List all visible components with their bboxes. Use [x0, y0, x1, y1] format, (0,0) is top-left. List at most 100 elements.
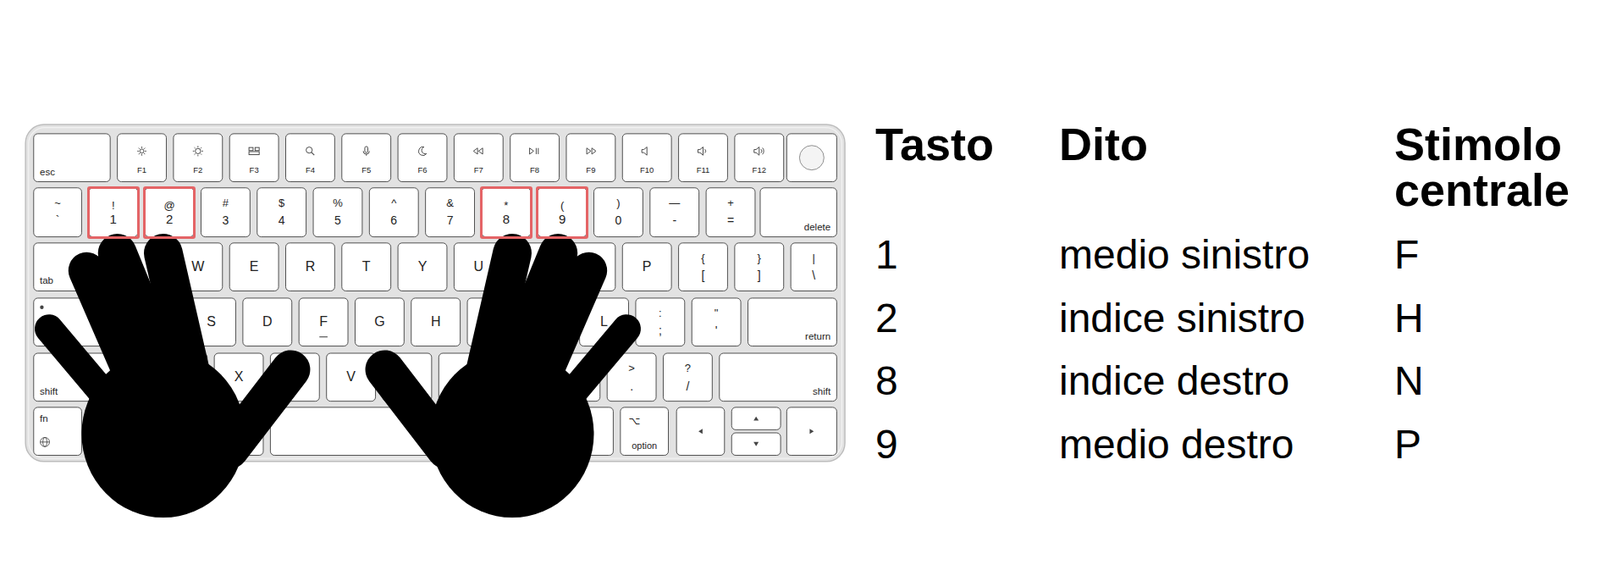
brightness-ray — [200, 153, 202, 155]
speaker-icon — [697, 147, 703, 156]
key — [676, 407, 725, 456]
key-legend: 5 — [334, 214, 342, 227]
table-cell: 2 — [875, 297, 899, 339]
table-cell: medio destro — [1059, 424, 1294, 465]
key-legend: F1 — [137, 166, 147, 176]
arrow-symbol — [753, 441, 759, 447]
key-legend: % — [332, 196, 343, 208]
key-legend: : — [658, 306, 663, 318]
key-legend: 2 — [165, 212, 173, 226]
globe-icon — [40, 436, 50, 447]
thumb — [384, 369, 446, 449]
rewind-icon — [473, 148, 483, 155]
brightness-ray — [197, 154, 199, 157]
key — [229, 133, 279, 183]
key — [286, 133, 336, 183]
key-legend: ⌥ — [628, 415, 641, 426]
key — [242, 297, 293, 347]
key-legend: F6 — [417, 166, 427, 176]
key-legend: 0 — [615, 214, 623, 227]
key — [650, 187, 700, 238]
highlighted-key: *8 — [480, 186, 533, 239]
arrow-symbol — [809, 428, 814, 434]
thumb — [229, 369, 291, 449]
function-key-icon — [754, 147, 764, 156]
left-hand — [49, 253, 292, 518]
sound-wave — [762, 148, 765, 155]
key — [622, 242, 672, 292]
finger — [483, 253, 513, 378]
key — [117, 133, 167, 183]
arrow-symbol — [698, 428, 703, 434]
key-legend: ( — [560, 199, 564, 211]
table-cell: N — [1394, 360, 1424, 402]
brightness-ray — [194, 153, 196, 155]
key — [786, 133, 837, 183]
key — [790, 242, 837, 292]
mission-control-icon — [248, 147, 254, 151]
key-legend: ' — [715, 324, 718, 337]
brightness-ray — [143, 153, 145, 155]
key-legend: ; — [658, 324, 663, 337]
brightness-ray — [201, 150, 204, 152]
sound-wave — [760, 148, 762, 153]
function-key-icon — [473, 148, 483, 155]
mic-icon — [363, 150, 370, 155]
highlighted-key: !1 — [87, 186, 140, 239]
brightness-ray — [141, 154, 143, 156]
search-icon — [311, 152, 315, 155]
key-legend: F12 — [752, 166, 767, 176]
key — [731, 432, 781, 456]
key-legend: W — [191, 259, 205, 274]
key-legend: F3 — [249, 166, 260, 176]
key — [706, 187, 756, 238]
key-legend: F5 — [361, 166, 371, 176]
key-legend: 8 — [502, 212, 510, 226]
key-legend: 9 — [558, 212, 566, 226]
key — [453, 133, 503, 183]
table-cell: medio sinistro — [1059, 234, 1310, 276]
key-legend: fn — [39, 413, 49, 425]
brightness-ray — [197, 145, 199, 148]
table-cell: indice destro — [1059, 360, 1290, 402]
table-cell: P — [1394, 424, 1422, 465]
play-pause-icon — [529, 148, 539, 155]
function-key-icon — [586, 148, 596, 155]
key — [397, 133, 447, 183]
arrow-symbol — [753, 416, 759, 421]
key-legend: > — [628, 361, 635, 373]
key-legend: ? — [684, 361, 691, 373]
function-key-icon — [641, 147, 647, 156]
key — [411, 297, 461, 347]
key-legend: ] — [757, 269, 762, 282]
key-legend: 6 — [390, 214, 398, 227]
key — [342, 242, 392, 292]
key — [33, 187, 83, 238]
highlighted-key: (9 — [535, 186, 589, 239]
key-legend: R — [305, 259, 316, 274]
table-cell: 1 — [875, 234, 899, 276]
key — [662, 353, 712, 402]
key-legend: & — [446, 196, 454, 208]
key — [397, 242, 447, 292]
function-key-icon — [529, 148, 539, 155]
key-legend: 7 — [446, 214, 454, 227]
brightness-ray — [144, 150, 147, 152]
function-key-icon — [248, 147, 260, 155]
key-legend: ) — [616, 196, 620, 208]
key-legend: + — [727, 196, 734, 208]
key-legend: $ — [278, 196, 285, 208]
key — [635, 297, 685, 347]
key — [298, 297, 348, 347]
brightness-ray — [138, 153, 140, 155]
caps-lock-light — [39, 305, 44, 309]
function-key-icon — [193, 145, 204, 156]
key-legend: ` — [55, 214, 61, 227]
key-legend: F9 — [585, 166, 596, 176]
key-legend: shift — [812, 386, 831, 397]
brightness-ray — [193, 150, 195, 152]
key — [173, 133, 223, 183]
key — [678, 133, 729, 183]
